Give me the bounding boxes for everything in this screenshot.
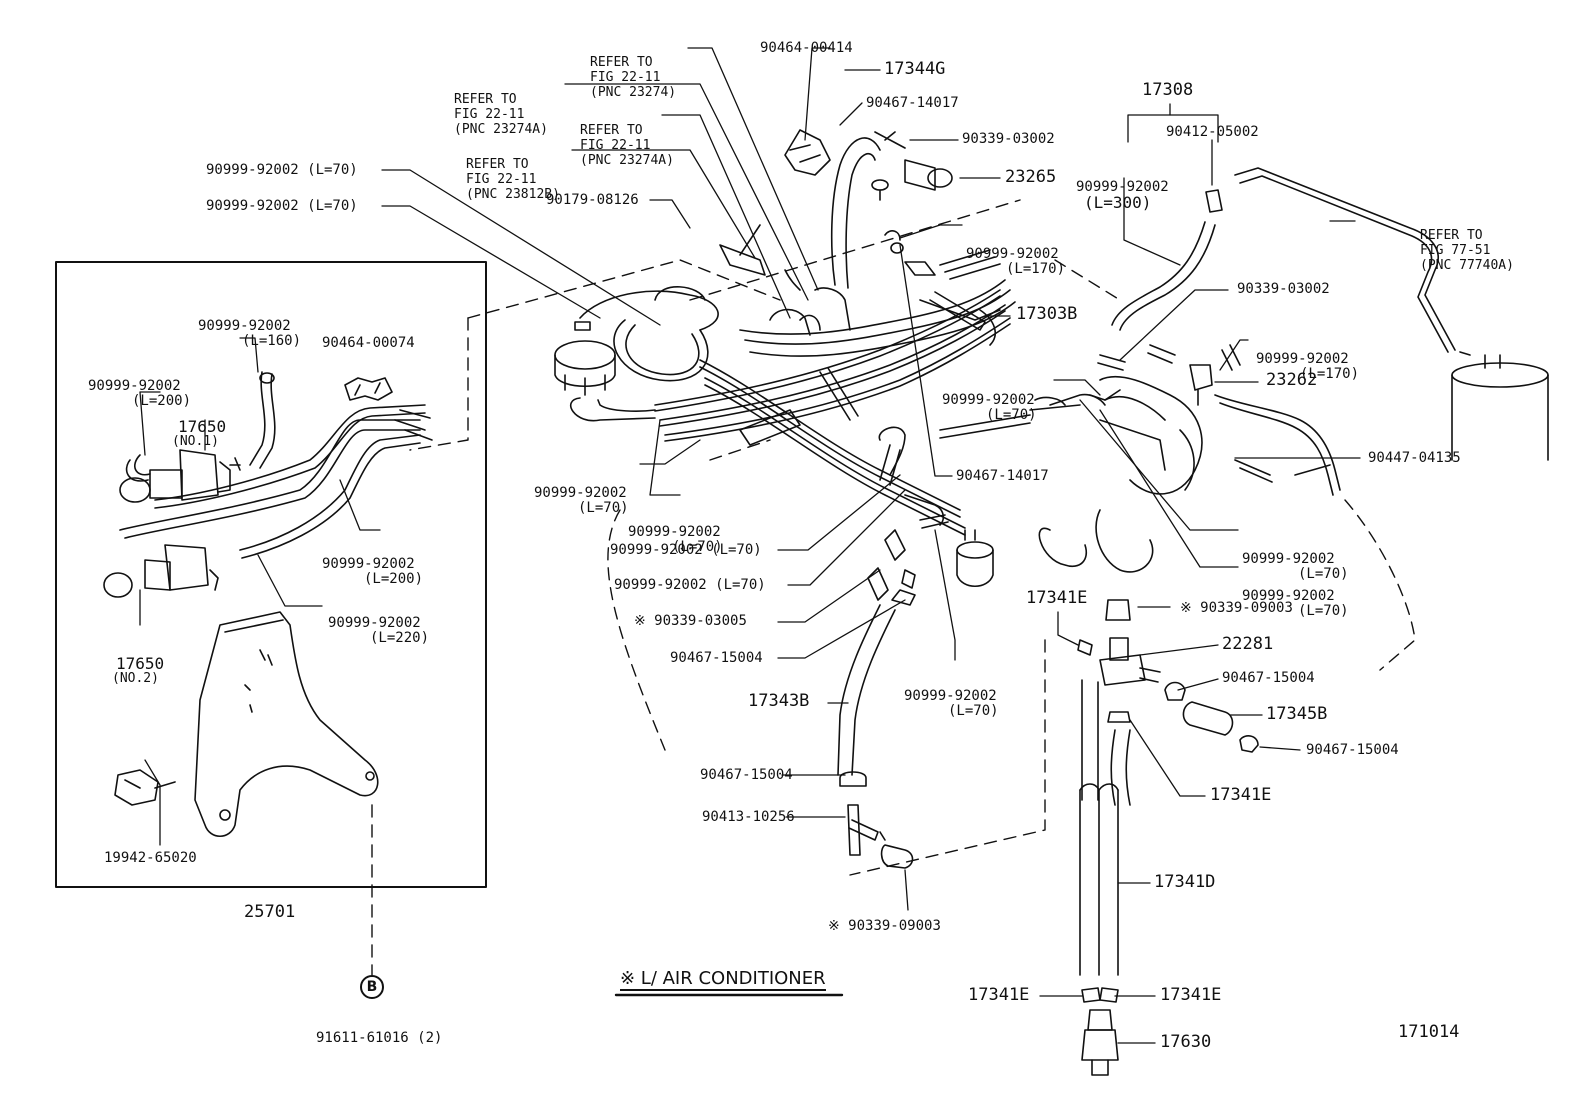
inset-17650-no2: 17650(NO.2) <box>112 654 165 687</box>
part-90999-92002-l70-c1: 90999-92002 (L=70) <box>610 542 762 558</box>
part-90467-15004-r2: 90467-15004 <box>1306 742 1399 758</box>
part-23262: 23262 <box>1266 370 1318 390</box>
part-17341e-mid: 17341E <box>1210 785 1272 805</box>
figure-number: 171014 <box>1398 1022 1460 1042</box>
inset-90999-92002-l200-b: 90999-92002(L=200) <box>322 556 424 587</box>
part-17341e-top: 17341E <box>1026 588 1088 608</box>
inset-90999-92002-l220: 90999-92002(L=220) <box>328 615 430 646</box>
inset-box <box>55 261 487 888</box>
part-90339-09003-bottom: ※ 90339-09003 <box>828 918 941 934</box>
part-90999-92002-l70-r2: 90999-92002(L=70) <box>1242 588 1349 619</box>
part-90467-14017-top: 90467-14017 <box>866 95 959 111</box>
part-90179-08126: 90179-08126 <box>546 192 639 208</box>
part-90447-04135: 90447-04135 <box>1368 450 1461 466</box>
part-90467-15004-left: 90467-15004 <box>700 767 793 783</box>
dashed-lines <box>371 199 1416 976</box>
part-90339-09003-right: ※ 90339-09003 <box>1180 600 1293 616</box>
part-90999-92002-l70-left2: 90999-92002(L=70) <box>628 524 723 555</box>
part-90999-92002-l70-left1: 90999-92002(L=70) <box>534 485 629 516</box>
part-90467-15004-r1: 90467-15004 <box>1222 670 1315 686</box>
inset-parts <box>103 371 433 838</box>
part-90999-92002-l300: 90999-92002(L=300) <box>1076 179 1169 212</box>
part-90339-03002-top: 90339-03002 <box>962 131 1055 147</box>
part-91611-61016: 91611-61016 (2) <box>316 1030 443 1046</box>
part-25701: 25701 <box>244 902 296 922</box>
center-hose-bundle <box>554 129 1016 536</box>
part-17345b: 17345B <box>1266 704 1328 724</box>
part-17341e-bottom-left: 17341E <box>968 985 1030 1005</box>
right-lower-parts <box>1077 599 1259 1076</box>
inset-90464-00074: 90464-00074 <box>322 335 415 351</box>
inset-90999-92002-l160: 90999-92002(L=160) <box>198 318 302 349</box>
part-17341d: 17341D <box>1154 872 1216 892</box>
part-90999-92002-l70-b: 90999-92002 (L=70) <box>206 198 358 214</box>
part-17630: 17630 <box>1160 1032 1212 1052</box>
part-90999-92002-l70-bottom: 90999-92002(L=70) <box>904 688 999 719</box>
part-90999-92002-l170-right: 90999-92002(L=170) <box>1256 351 1360 382</box>
air-conditioner-note: ※ L/ AIR CONDITIONER <box>620 968 826 991</box>
inset-19942-65020: 19942-65020 <box>104 850 197 866</box>
part-17308: 17308 <box>1142 80 1194 100</box>
part-22281: 22281 <box>1222 634 1274 654</box>
part-23265: 23265 <box>1005 167 1057 187</box>
part-90412-05002: 90412-05002 <box>1166 124 1259 140</box>
leader-lines <box>139 47 1361 1044</box>
part-17341e-bottom-right: 17341E <box>1160 985 1222 1005</box>
part-90999-92002-l70-c2: 90999-92002 (L=70) <box>614 577 766 593</box>
part-90464-00414: 90464-00414 <box>760 40 853 56</box>
part-17303b: 17303B <box>1016 304 1078 324</box>
part-90467-15004-center: 90467-15004 <box>670 650 763 666</box>
part-90999-92002-l170-top: 90999-92002(L=170) <box>966 246 1066 277</box>
part-90467-14017-mid: 90467-14017 <box>956 468 1049 484</box>
part-17344g: 17344G <box>884 59 946 79</box>
part-17343b: 17343B <box>748 691 810 711</box>
reference-b-marker: B <box>360 975 384 999</box>
part-90339-03002-mid: 90339-03002 <box>1237 281 1330 297</box>
part-90999-92002-l70-r1: 90999-92002(L=70) <box>1242 551 1349 582</box>
inset-17650-no1: 17650(NO.1) <box>172 417 227 450</box>
part-90999-92002-l70-a: 90999-92002 (L=70) <box>206 162 358 178</box>
inset-90999-92002-l200-a: 90999-92002(L=200) <box>88 378 192 409</box>
part-90413-10256: 90413-10256 <box>702 809 795 825</box>
center-lower-parts <box>837 426 994 869</box>
right-side-parts <box>939 167 1549 573</box>
part-90999-92002-l70-mid: 90999-92002(L=70) <box>942 392 1037 423</box>
part-90339-03005: ※ 90339-03005 <box>634 613 747 629</box>
